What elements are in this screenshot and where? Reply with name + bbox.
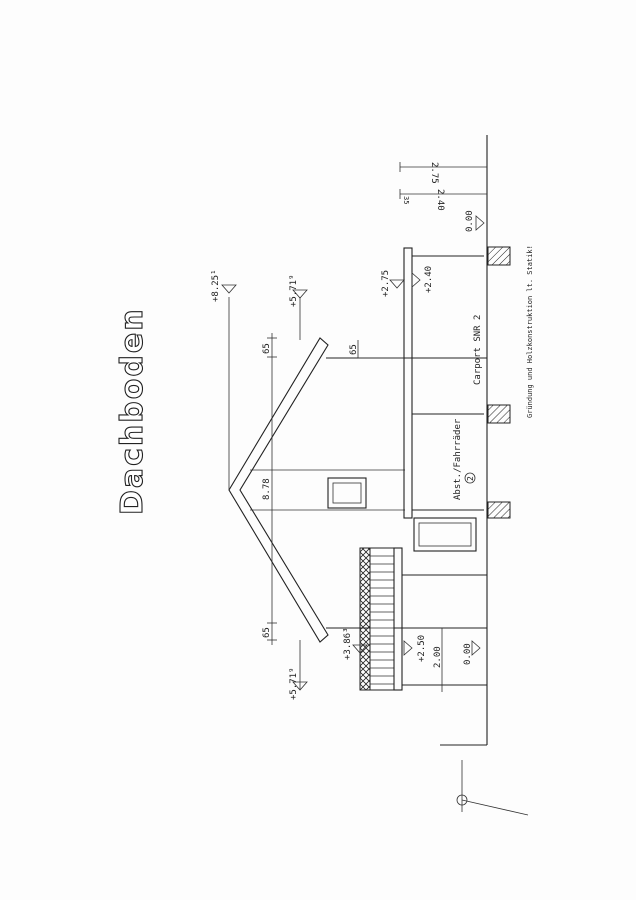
dim-carport-clear: 2.40	[435, 189, 445, 211]
foundation-note: Gründung und Holzkonstruktion lt. Statik…	[526, 245, 534, 418]
balcony-railing	[369, 547, 395, 691]
dim-overhang-left: 65	[262, 627, 272, 638]
carport-label: Carport SNR 2	[473, 315, 483, 385]
level-balcony: +3.86³	[343, 627, 353, 660]
level-balcony-clear: +2.50	[417, 635, 427, 662]
balcony-slats	[370, 555, 394, 685]
level-ridge: +8.25¹	[211, 269, 221, 302]
level-carport-top: +2.75	[381, 270, 391, 297]
window	[327, 477, 367, 509]
roof	[228, 337, 329, 643]
dim-overhang-wall: 65	[349, 344, 359, 355]
level-markers: +8.25¹ +5.71⁹ +5.71⁹ +3.86³ +2.75 +2.40 …	[211, 210, 485, 700]
drawing-title: Dachboden	[115, 307, 150, 515]
door-panel	[418, 522, 472, 547]
level-ground-right: 0.00	[465, 210, 475, 232]
level-eave-right: +5.71⁹	[289, 274, 299, 307]
footing	[487, 404, 511, 424]
dim-overhang-right: 65	[262, 343, 272, 354]
dim-beam: 35	[402, 196, 410, 204]
dim-balcony-height: 2.00	[433, 646, 443, 668]
footing	[487, 246, 511, 266]
footing	[487, 501, 511, 519]
dim-carport-height: 2.75	[429, 162, 439, 184]
balcony-slab	[393, 547, 403, 691]
dim-width: 8.78	[262, 478, 272, 500]
level-eave-left: +5.71⁹	[289, 667, 299, 700]
level-carport-clear: +2.40	[424, 266, 434, 293]
door	[413, 517, 477, 552]
level-ground-left: 0.00	[463, 643, 473, 665]
balcony-railing-top	[359, 547, 371, 691]
storage-label: Abst./Fahrräder	[453, 418, 463, 500]
carport-beam	[403, 247, 413, 519]
storage-number: 2	[466, 476, 475, 481]
room-number-circle	[464, 472, 476, 484]
orientation-marker	[456, 760, 529, 816]
window-pane	[332, 482, 362, 504]
